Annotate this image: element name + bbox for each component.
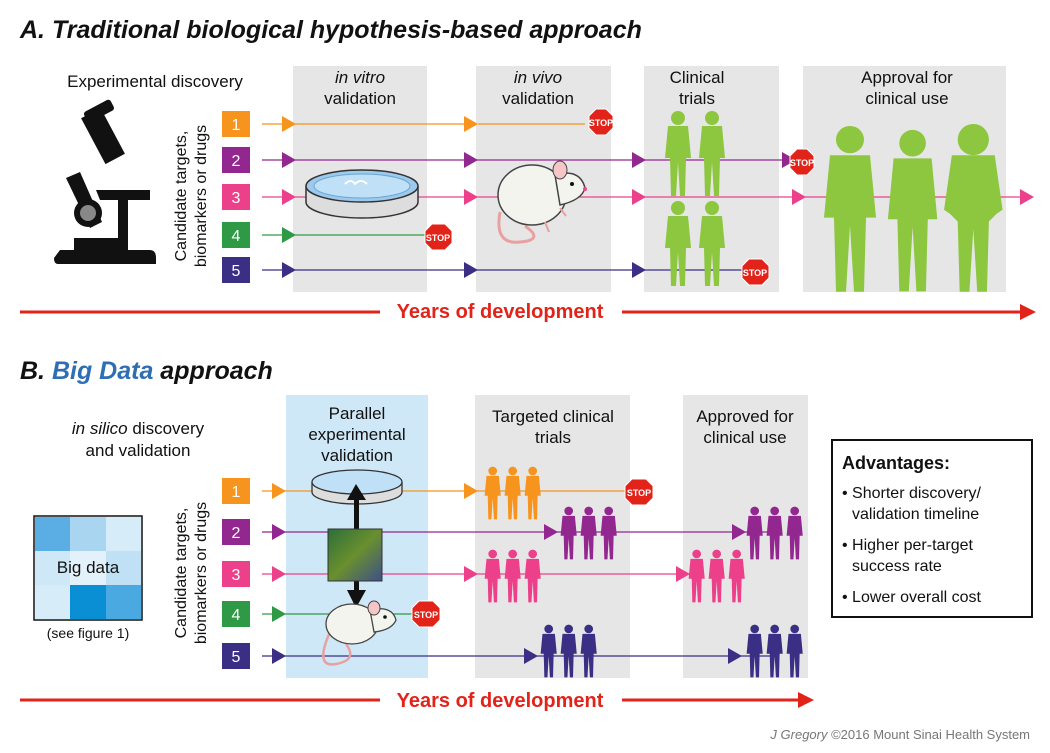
petri-dish-icon [305, 169, 419, 219]
approved-heading-2: clinical use [703, 428, 786, 447]
candidate-number-b2: 2 [232, 525, 241, 542]
candidate-box-4 [222, 222, 250, 248]
experimental-discovery-label: Experimental discovery [67, 72, 243, 91]
svg-text:STOP: STOP [790, 158, 814, 168]
svg-text:Candidate targets,: Candidate targets, [173, 508, 190, 639]
stop-sign-b1: STOP [624, 478, 654, 506]
svg-text:STOP: STOP [743, 268, 767, 278]
side-label-b: Candidate targets, biomarkers or drugs [173, 502, 210, 644]
in-vitro-heading-2: validation [324, 89, 396, 108]
in-silico-label: in silico discovery [72, 419, 205, 438]
svg-text:STOP: STOP [426, 233, 450, 243]
advantages-box: Advantages: • Shorter discovery/ validat… [831, 439, 1033, 618]
years-label-b: Years of development [397, 690, 604, 712]
approved-heading: Approved for [696, 407, 794, 426]
candidate-box-b1 [222, 478, 250, 504]
advantage-1-line1: • Shorter discovery/ [842, 485, 982, 502]
mouse-icon-b [322, 600, 397, 666]
stop-sign-a4: STOP [741, 258, 770, 286]
advantage-2-line1: • Higher per-target [842, 537, 974, 554]
candidate-number-2: 2 [232, 153, 241, 170]
see-figure-label: (see figure 1) [47, 625, 129, 641]
advantage-3-line1: • Lower overall cost [842, 589, 982, 606]
years-label-a: Years of development [397, 301, 604, 323]
heatmap-image [327, 528, 383, 582]
years-arrow-a: Years of development [20, 301, 1036, 323]
candidate-number-b3: 3 [232, 567, 241, 584]
trial-participants-green [665, 111, 725, 286]
side-label-a: Candidate targets, biomarkers or drugs [173, 125, 210, 267]
candidate-number-b4: 4 [232, 607, 241, 624]
stop-sign-a3: STOP [424, 223, 453, 251]
microscope-icon [54, 99, 156, 264]
svg-text:Candidate targets,: Candidate targets, [173, 131, 190, 262]
candidate-boxes-a: 1 2 3 4 5 [222, 111, 250, 283]
candidate-box-3 [222, 184, 250, 210]
candidate-number-3: 3 [232, 190, 241, 207]
candidate-box-5 [222, 257, 250, 283]
candidate-box-b2 [222, 519, 250, 545]
parallel-heading-2: experimental [308, 425, 405, 444]
candidate-box-b5 [222, 643, 250, 669]
advantage-1-line2: validation timeline [852, 506, 979, 523]
candidate-number-b5: 5 [232, 649, 241, 666]
candidate-boxes-b: 1 2 3 4 5 [222, 478, 250, 669]
stop-sign-a1: STOP [588, 108, 614, 136]
parallel-heading-3: validation [321, 446, 393, 465]
years-arrow-b: Years of development [20, 690, 814, 712]
rows-b [262, 483, 778, 664]
in-vivo-heading-2: validation [502, 89, 574, 108]
trial-participants-orange [484, 466, 541, 520]
clinical-trials-heading-2: trials [679, 89, 715, 108]
candidate-number-4: 4 [232, 228, 241, 245]
candidate-box-2 [222, 147, 250, 173]
candidate-box-1 [222, 111, 250, 137]
trial-participants-purple [560, 506, 617, 560]
clinical-trials-heading: Clinical [670, 68, 725, 87]
approved-population-purple [746, 506, 803, 560]
advantages-title: Advantages: [842, 453, 950, 473]
panel-approved [683, 395, 808, 678]
approval-heading: Approval for [861, 68, 953, 87]
section-b-title: B. Big Data approach [20, 357, 273, 385]
approved-population-indigo [746, 624, 803, 678]
mouse-icon [497, 160, 587, 244]
candidate-number-5: 5 [232, 263, 241, 280]
approved-population-green [824, 124, 1003, 292]
targeted-trials-heading-2: trials [535, 428, 571, 447]
in-vivo-heading: in vivo [514, 68, 562, 87]
stop-sign-b2: STOP [411, 600, 441, 628]
svg-text:STOP: STOP [414, 610, 438, 620]
in-silico-label-2: and validation [86, 441, 191, 460]
in-vitro-heading: in vitro [335, 68, 385, 87]
big-data-grid: Big data [33, 515, 143, 621]
candidate-number-b1: 1 [232, 484, 241, 501]
candidate-number-1: 1 [232, 117, 241, 134]
big-data-label: Big data [57, 558, 120, 577]
targeted-trials-heading: Targeted clinical [492, 407, 614, 426]
approved-population-pink [688, 549, 745, 603]
svg-text:STOP: STOP [627, 488, 651, 498]
svg-text:STOP: STOP [589, 118, 613, 128]
approval-heading-2: clinical use [865, 89, 948, 108]
parallel-heading-1: Parallel [329, 404, 386, 423]
svg-text:biomarkers or drugs: biomarkers or drugs [193, 125, 210, 267]
candidate-box-b3 [222, 561, 250, 587]
credit-line: J Gregory ©2016 Mount Sinai Health Syste… [769, 727, 1030, 742]
stop-sign-a2: STOP [789, 148, 815, 176]
candidate-box-b4 [222, 601, 250, 627]
section-a-title: A. Traditional biological hypothesis-bas… [19, 16, 642, 44]
trial-participants-pink [484, 549, 541, 603]
svg-text:biomarkers or drugs: biomarkers or drugs [193, 502, 210, 644]
advantage-2-line2: success rate [852, 558, 942, 575]
trial-participants-indigo [540, 624, 597, 678]
